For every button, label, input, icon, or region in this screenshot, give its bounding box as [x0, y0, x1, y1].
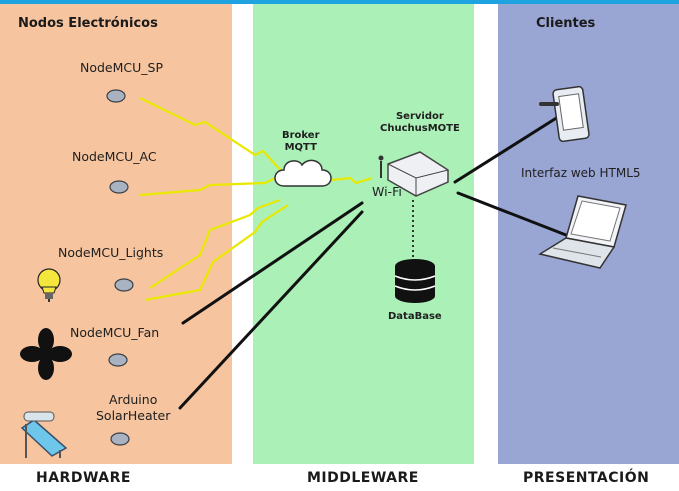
hardware-heading: Nodos Electrónicos: [18, 16, 158, 31]
presentation-heading: Clientes: [536, 16, 596, 31]
light-bulb-icon: [37, 268, 61, 302]
node-label-sp: NodeMCU_SP: [80, 60, 164, 75]
fan-icon: [20, 328, 72, 380]
wifi-label: Wi-Fi: [372, 184, 402, 199]
client-label: Interfaz web HTML5: [521, 166, 641, 180]
wireless-links: [139, 97, 373, 302]
middleware-footer: MIDDLEWARE: [307, 470, 419, 486]
phone-icon: [539, 85, 590, 143]
node-label-lights: NodeMCU_Lights: [58, 245, 164, 260]
link-fan-wifi: [181, 201, 364, 325]
presentation-footer: PRESENTACIÓN: [523, 470, 650, 486]
cloud-icon: [274, 159, 332, 187]
link-server-laptop: [456, 191, 568, 237]
node-fan-dot: [108, 353, 128, 367]
top-accent-bar: [0, 0, 679, 4]
server-label: Servidor ChuchusMOTE: [380, 111, 460, 134]
node-ac-dot: [109, 180, 129, 194]
node-label-fan: NodeMCU_Fan: [70, 325, 160, 340]
solar-heater-icon: [20, 411, 68, 458]
middleware-panel: [253, 4, 474, 464]
database-icon: [394, 259, 436, 303]
wireless-link-sp: [139, 97, 286, 176]
node-sp-dot: [106, 89, 126, 103]
wired-links: [178, 115, 568, 410]
node-dots: [106, 89, 134, 446]
hardware-footer: HARDWARE: [36, 470, 131, 486]
wireless-link-ac: [139, 176, 286, 197]
broker-label: Broker MQTT: [282, 130, 320, 153]
wireless-link-fan: [144, 204, 289, 302]
wireless-link-wifi: [331, 176, 373, 185]
node-solar-dot: [110, 432, 130, 446]
hardware-panel: [0, 4, 232, 464]
link-solar-wifi: [178, 210, 364, 410]
node-label-ac: NodeMCU_AC: [72, 149, 157, 164]
wireless-link-lights: [149, 198, 281, 289]
link-server-phone: [453, 115, 560, 184]
node-label-solar: Arduino SolarHeater: [96, 392, 171, 423]
database-label: DataBase: [388, 311, 442, 322]
laptop-icon: [538, 195, 627, 269]
node-lights-dot: [114, 278, 134, 292]
router-icon: [378, 151, 449, 197]
